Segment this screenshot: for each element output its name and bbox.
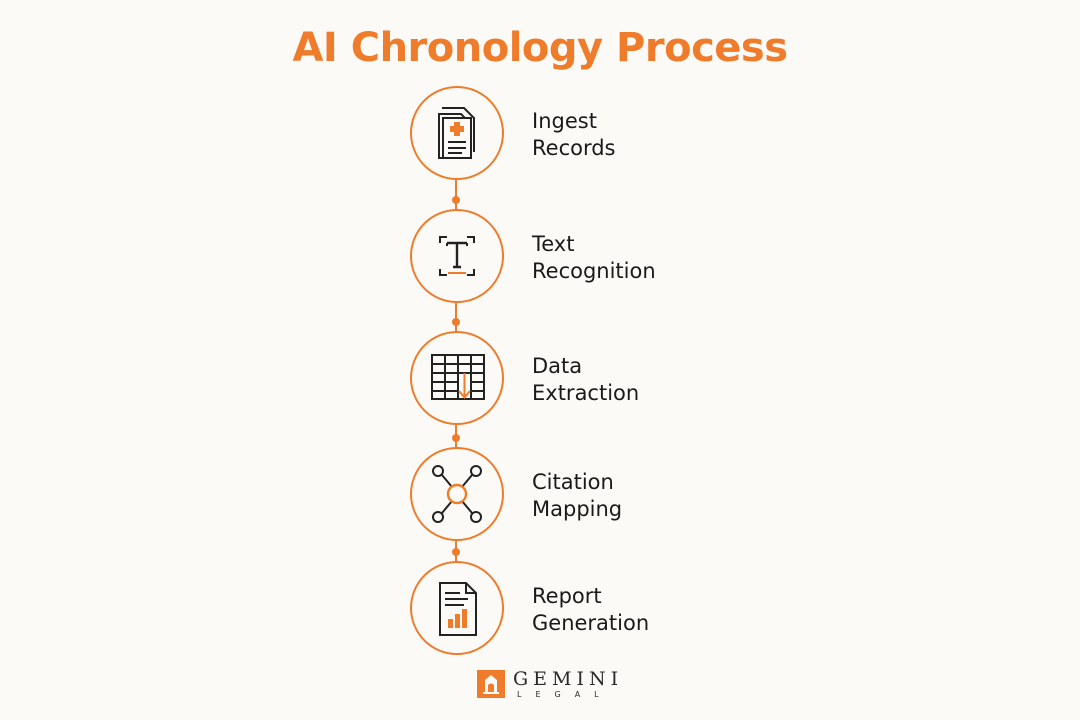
connector-dot bbox=[452, 434, 460, 442]
connector-dot bbox=[452, 548, 460, 556]
report-chart-icon bbox=[439, 582, 477, 636]
logo-mark-icon bbox=[477, 670, 505, 698]
step-ingest-records: Ingest Records bbox=[0, 86, 1080, 182]
network-nodes-icon bbox=[432, 465, 482, 523]
step-circle bbox=[410, 561, 504, 655]
text-scan-icon bbox=[439, 236, 475, 276]
logo-name: GEMINI bbox=[513, 668, 624, 690]
step-report-generation: Report Generation bbox=[0, 561, 1080, 657]
logo-subtitle: LEGAL bbox=[517, 690, 613, 699]
page-title: AI Chronology Process bbox=[292, 25, 788, 71]
step-label: Data Extraction bbox=[532, 354, 640, 405]
step-circle bbox=[410, 447, 504, 541]
step-circle bbox=[410, 86, 504, 180]
connector-dot bbox=[452, 196, 460, 204]
step-citation-mapping: Citation Mapping bbox=[0, 447, 1080, 543]
step-circle bbox=[410, 331, 504, 425]
step-data-extraction: Data Extraction bbox=[0, 331, 1080, 427]
table-extract-icon bbox=[431, 354, 485, 400]
step-label: Report Generation bbox=[532, 584, 650, 635]
medical-records-icon bbox=[438, 107, 475, 159]
step-label: Citation Mapping bbox=[532, 470, 623, 521]
connector-dot bbox=[452, 318, 460, 326]
step-label: Text Recognition bbox=[532, 232, 656, 283]
step-label: Ingest Records bbox=[532, 109, 616, 160]
step-text-recognition: Text Recognition bbox=[0, 209, 1080, 305]
step-circle bbox=[410, 209, 504, 303]
